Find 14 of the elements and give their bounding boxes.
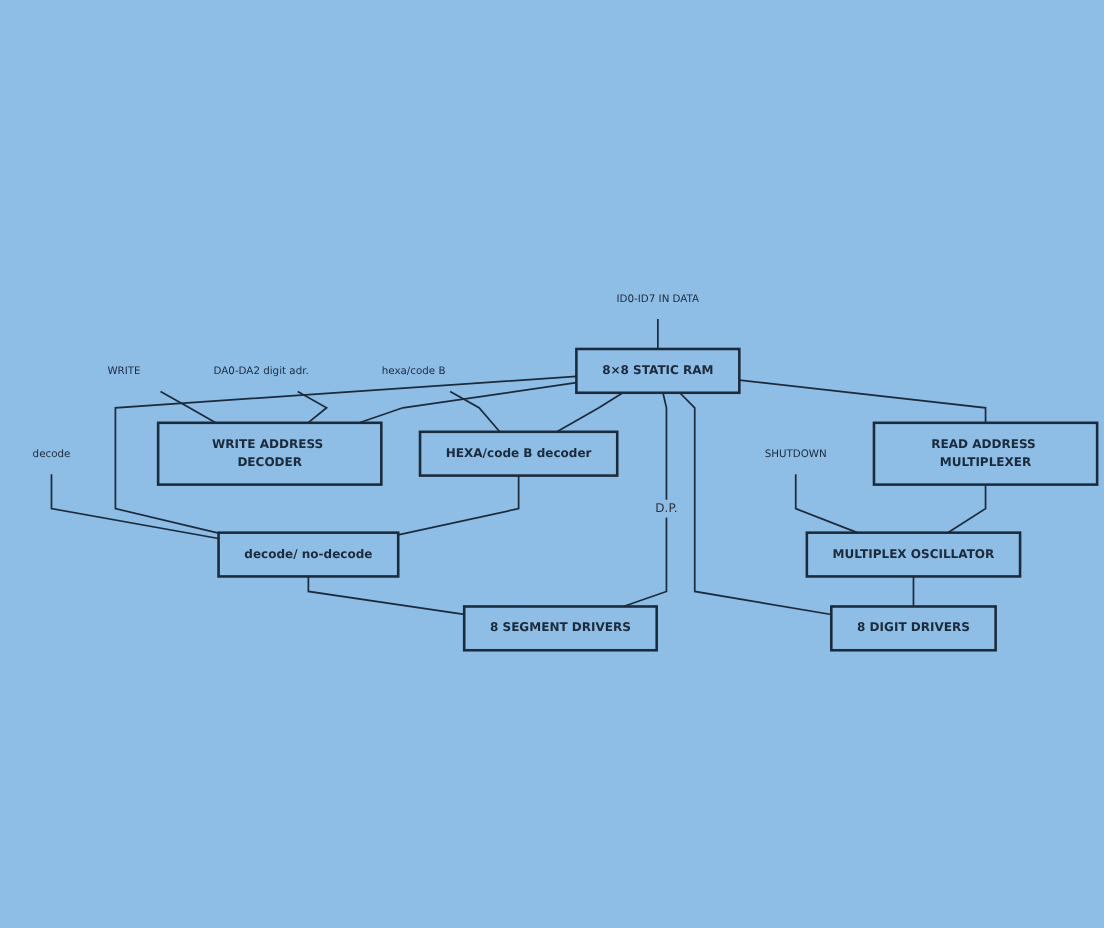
connector [307, 575, 466, 616]
connector [912, 575, 915, 608]
connector [159, 390, 217, 424]
connector [50, 473, 220, 540]
connector [622, 391, 668, 608]
connector [449, 390, 501, 433]
connector [678, 391, 833, 616]
connector [738, 379, 987, 424]
connector [657, 318, 659, 350]
connector [397, 474, 520, 536]
connector [794, 473, 859, 534]
connector [556, 391, 624, 433]
connector [946, 483, 987, 534]
connector [114, 375, 578, 535]
